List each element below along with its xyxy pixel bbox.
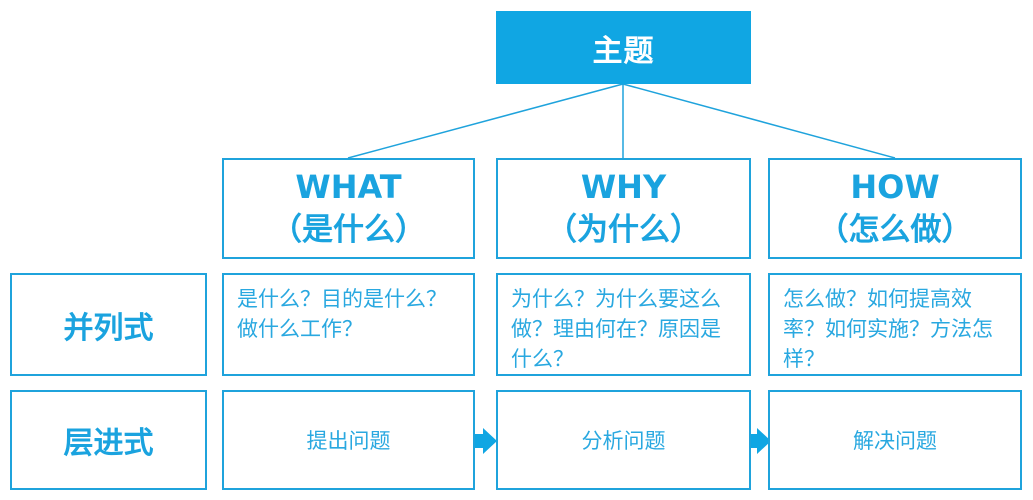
cell-parallel-why: 为什么？为什么要这么做？理由何在？原因是什么？ — [496, 273, 751, 376]
header-why-cn: （为什么） — [546, 211, 701, 248]
connector-what — [347, 83, 624, 159]
cell-parallel-why-text: 为什么？为什么要这么做？理由何在？原因是什么？ — [511, 287, 721, 371]
row-label-parallel-text: 并列式 — [63, 310, 154, 346]
cell-progressive-how: 解决问题 — [768, 390, 1022, 490]
cell-progressive-why: 分析问题 — [496, 390, 751, 490]
row-label-progressive-text: 层进式 — [63, 426, 154, 461]
header-what-en: WHAT — [295, 167, 402, 206]
row-label-progressive: 层进式 — [10, 390, 207, 490]
header-what: WHAT （是什么） — [222, 158, 475, 259]
cell-progressive-why-text: 分析问题 — [581, 429, 666, 453]
cell-parallel-what: 是什么？目的是什么？做什么工作？ — [222, 273, 475, 376]
topic-box: 主题 — [496, 11, 751, 84]
topic-label: 主题 — [592, 33, 655, 69]
cell-parallel-what-text: 是什么？目的是什么？做什么工作？ — [237, 287, 447, 341]
header-what-cn: （是什么） — [271, 211, 426, 248]
header-how-cn: （怎么做） — [817, 211, 973, 248]
connector-how — [622, 83, 896, 159]
header-how: HOW （怎么做） — [768, 158, 1022, 259]
header-why-en: WHY — [580, 167, 667, 206]
header-why: WHY （为什么） — [496, 158, 751, 259]
row-label-parallel: 并列式 — [10, 273, 207, 376]
cell-progressive-what-text: 提出问题 — [306, 429, 391, 453]
header-how-en: HOW — [850, 167, 940, 206]
cell-parallel-how: 怎么做？如何提高效率？如何实施？方法怎样？ — [768, 273, 1022, 376]
cell-parallel-how-text: 怎么做？如何提高效率？如何实施？方法怎样？ — [783, 287, 993, 371]
cell-progressive-what: 提出问题 — [222, 390, 475, 490]
cell-progressive-how-text: 解决问题 — [853, 429, 937, 453]
